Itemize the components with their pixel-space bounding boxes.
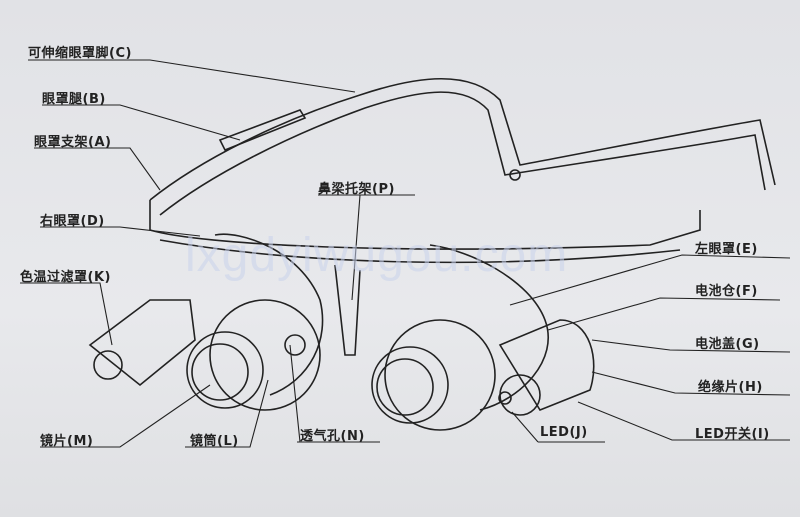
watermark: lxgdyiwugou.com	[185, 229, 569, 282]
left-eyecup	[371, 244, 595, 431]
label-nose-bridge: 鼻梁托架(P)	[318, 182, 395, 197]
label-battery-cover: 电池盖(G)	[695, 337, 760, 352]
label-led: LED(J)	[540, 425, 588, 440]
label-frame-bracket: 眼罩支架(A)	[34, 135, 112, 150]
label-right-eyecup: 右眼罩(D)	[40, 214, 105, 229]
label-color-filter-cover: 色温过滤罩(K)	[20, 270, 111, 285]
label-led-switch: LED开关(I)	[695, 427, 770, 442]
label-telescopic-temple: 可伸缩眼罩脚(C)	[28, 46, 132, 61]
label-battery-compartment: 电池仓(F)	[695, 284, 758, 299]
right-eyecup	[88, 233, 324, 411]
label-temple-arm: 眼罩腿(B)	[42, 92, 106, 107]
label-insulation-sheet: 绝缘片(H)	[698, 380, 763, 395]
label-vent-hole: 透气孔(N)	[300, 429, 365, 444]
label-left-eyecup: 左眼罩(E)	[695, 242, 758, 257]
nose-bridge	[334, 264, 361, 356]
leader-lines	[20, 59, 791, 448]
label-lens-barrel: 镜筒(L)	[190, 434, 239, 449]
label-lens: 镜片(M)	[40, 434, 94, 449]
frame	[149, 78, 776, 264]
